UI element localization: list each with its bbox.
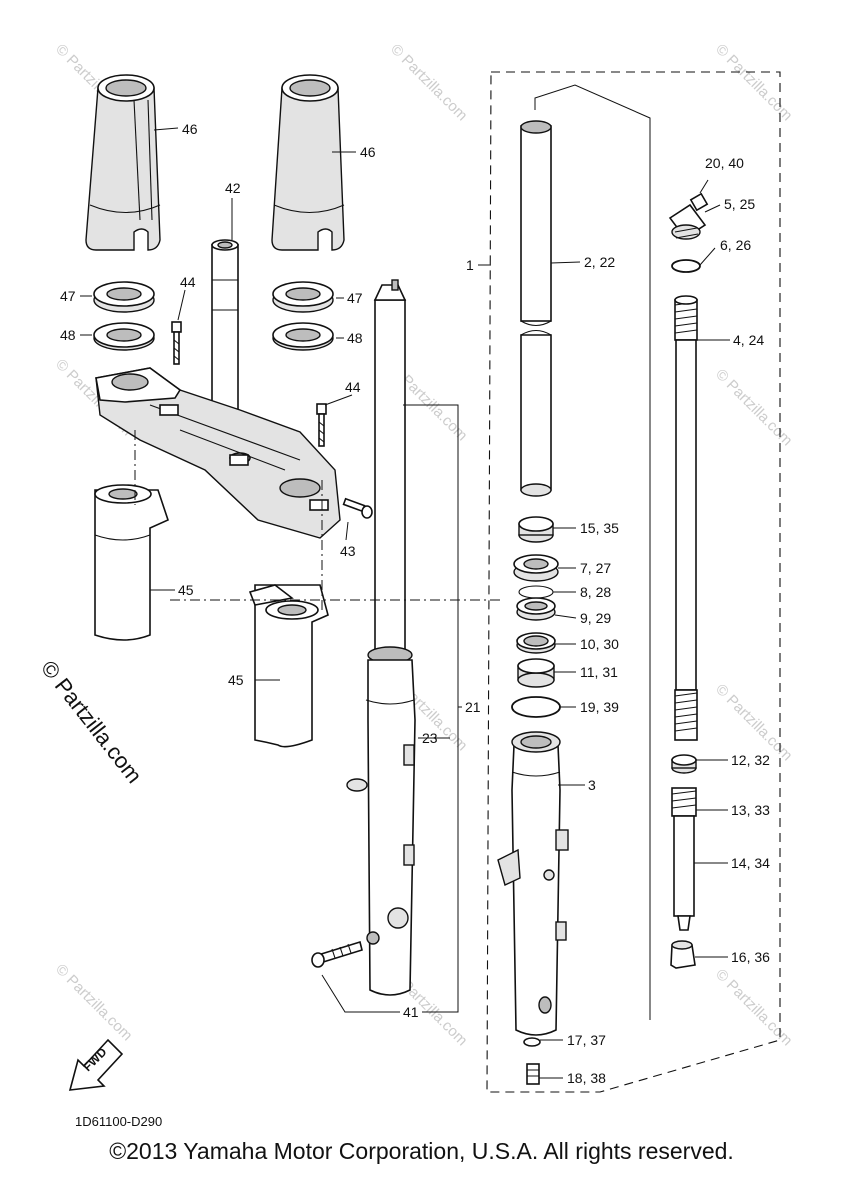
callout-7-27: 7, 27 [580,560,611,576]
cap-bolt-5 [668,203,707,240]
callout-12-32: 12, 32 [731,752,770,768]
callout-15-35: 15, 35 [580,520,619,536]
callout-8-28: 8, 28 [580,584,611,600]
callout-9-29: 9, 29 [580,610,611,626]
copyright-notice: ©2013 Yamaha Motor Corporation, U.S.A. A… [109,1138,734,1164]
rebound-spring-13 [671,787,697,817]
callout-45-left: 45 [178,582,194,598]
collar-12 [671,754,697,774]
callout-11-31: 11, 31 [580,664,618,680]
bearing-ring-left [93,281,155,313]
bracket-21 [403,404,459,1013]
callout-labels: 46 46 42 44 47 48 47 48 44 43 45 45 21 2… [60,121,770,1086]
axle-bolt-41 [311,940,363,968]
fork-assembly-21 [346,279,416,996]
watermark: © Partzilla.com [387,41,470,124]
bolt-18 [526,1063,540,1085]
washer-right [272,322,334,351]
damper-rod-14 [673,815,695,931]
callout-4-24: 4, 24 [733,332,764,348]
callout-5-25: 5, 25 [724,196,755,212]
centre-lines [134,430,500,610]
callout-13-33: 13, 33 [731,802,770,818]
callout-43: 43 [340,543,356,559]
oil-lock-piece-16 [670,940,696,969]
leader-lines [80,127,730,1079]
watermark: © Partzilla.com [712,966,795,1049]
washer-10 [516,632,556,654]
callout-47-right: 47 [347,290,363,306]
callout-47-left: 47 [60,288,76,304]
callout-44-right: 44 [345,379,361,395]
callout-42: 42 [225,180,241,196]
washer-17 [523,1037,541,1047]
clip-8 [518,585,554,599]
callout-41: 41 [403,1004,419,1020]
bushing-11 [517,658,555,688]
bolt-44-left [171,321,182,365]
bolt-44-right [316,403,327,447]
callout-23: 23 [422,730,438,746]
callout-3: 3 [588,777,596,793]
brand-watermark: © Partzilla.com [36,656,147,788]
callout-48-left: 48 [60,327,76,343]
fork-spring-4 [674,295,698,741]
callout-6-26: 6, 26 [720,237,751,253]
callout-1: 1 [466,257,474,273]
diagram-code: 1D61100-D290 [75,1114,162,1129]
fork-cover-left [94,484,169,641]
callout-19-39: 19, 39 [580,699,619,715]
inner-tube-2 [520,84,651,1020]
o-ring-6 [671,259,701,273]
callout-46-right: 46 [360,144,376,160]
outer-tube-3 [497,731,569,1036]
air-valve-20 [689,192,709,212]
bolt-43 [342,497,373,519]
grip-cover-right [271,74,345,251]
leader-41 [321,974,400,1013]
bushing-15 [518,516,554,543]
washer-left [93,322,155,351]
callout-44-left: 44 [180,274,196,290]
callout-48-right: 48 [347,330,363,346]
callout-20-40: 20, 40 [705,155,744,171]
watermark: © Partzilla.com [712,366,795,449]
watermark: © Partzilla.com [52,961,135,1044]
callout-14-34: 14, 34 [731,855,770,871]
fork-cover-right [248,584,329,748]
oil-seal-7 [513,554,559,582]
callout-45-right: 45 [228,672,244,688]
bearing-ring-right [272,281,334,313]
callout-17-37: 17, 37 [567,1032,606,1048]
callout-21: 21 [465,699,481,715]
callout-18-38: 18, 38 [567,1070,606,1086]
grip-cover-left [85,74,161,251]
assembly-1-frame [486,71,781,1093]
o-ring-19 [511,696,561,718]
callout-46-left: 46 [182,121,198,137]
lower-bracket [95,367,341,539]
fwd-arrow-icon: FWD [68,1038,124,1091]
callout-2-22: 2, 22 [584,254,615,270]
seal-9 [516,597,556,621]
watermark: © Partzilla.com [712,41,795,124]
callout-10-30: 10, 30 [580,636,619,652]
callout-16-36: 16, 36 [731,949,770,965]
